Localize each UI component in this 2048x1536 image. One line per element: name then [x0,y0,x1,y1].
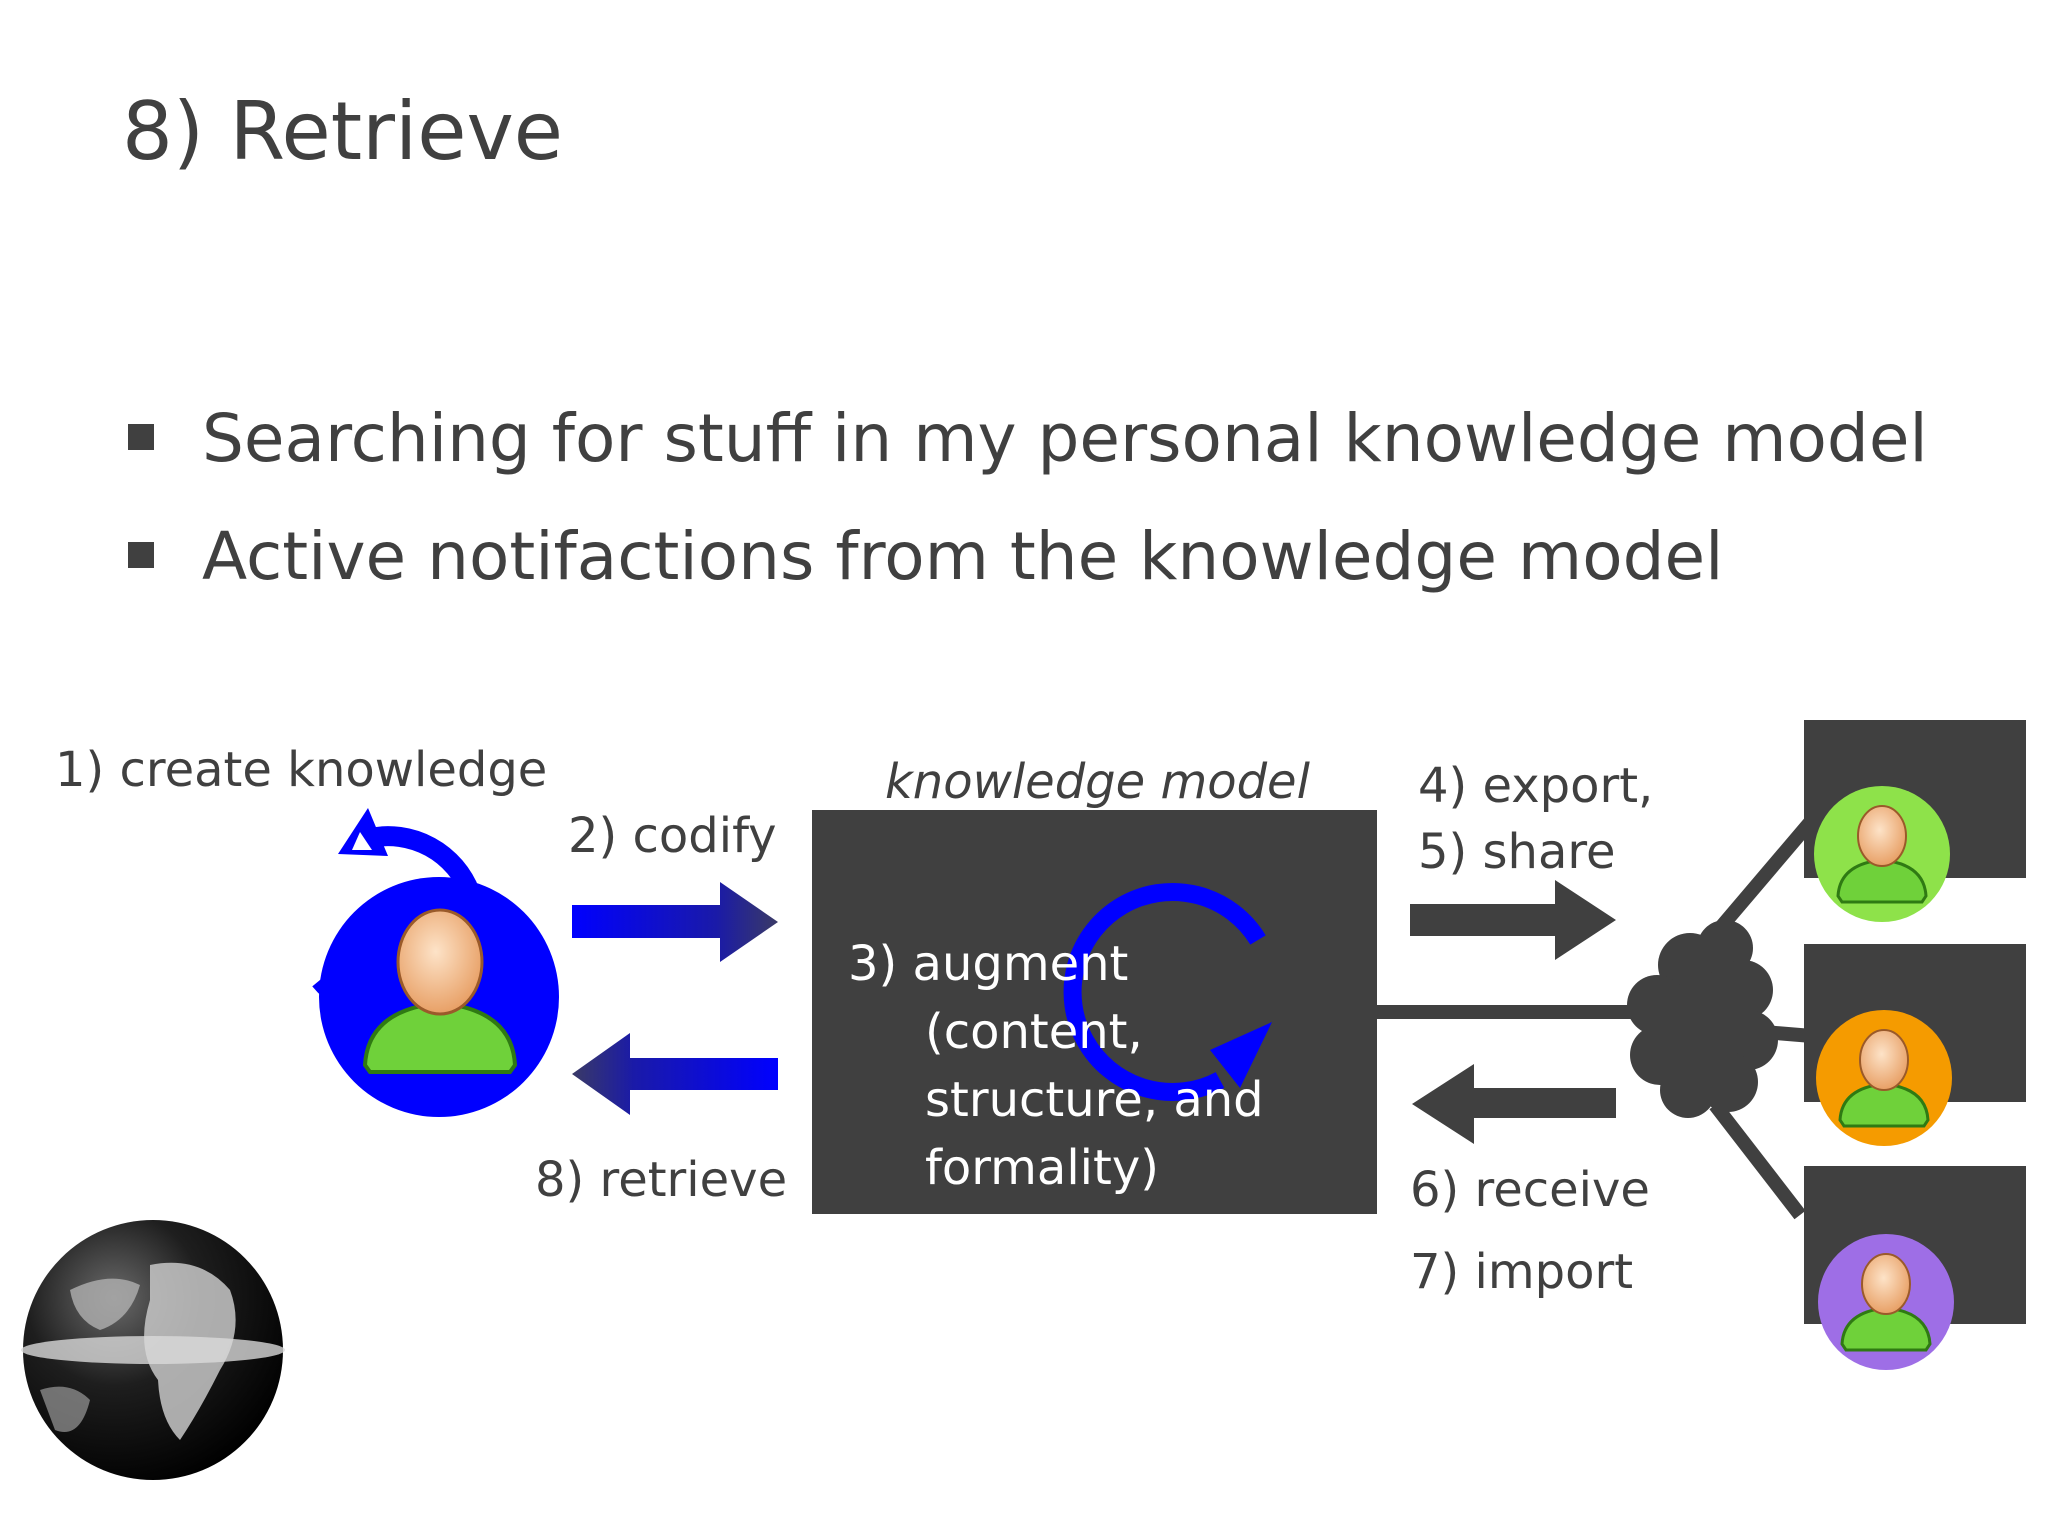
codify-arrow-icon [572,882,778,962]
slide-title: 8) Retrieve [122,85,564,178]
export-label: 4) export, [1418,758,1654,814]
receive-arrow-icon [1412,1064,1616,1144]
bullet-item: Searching for stuff in my personal knowl… [128,380,1928,498]
network-link-line [1704,815,1818,945]
me-avatar-icon [319,877,559,1117]
bullet-text: Searching for stuff in my personal knowl… [202,400,1928,477]
contact-avatar-icon [1818,1234,1954,1370]
export-arrow-icon [1410,880,1616,960]
network-cloud-icon [1627,920,1778,1118]
square-bullet-icon [128,542,154,568]
augment-cycle-icon [1063,883,1272,1101]
globe-icon [21,1220,285,1480]
bullet-text: Active notifactions from the knowledge m… [202,518,1724,595]
augment-label: (content, [925,1004,1143,1060]
retrieve-arrow-icon [572,1033,778,1115]
bullet-list: Searching for stuff in my personal knowl… [128,380,1928,616]
network-link-line [1709,1100,1806,1220]
contact-avatar-icon [1814,786,1950,922]
augment-label: structure, and [925,1072,1264,1128]
share-label: 5) share [1418,824,1616,880]
bullet-item: Active notifactions from the knowledge m… [128,498,1928,616]
knowledge-model-box [812,810,1377,1214]
codify-label: 2) codify [568,808,777,864]
contact-avatar-icon [1816,1010,1952,1146]
retrieve-label: 8) retrieve [535,1152,788,1208]
augment-label: 3) augment [848,936,1129,992]
import-label: 7) import [1410,1244,1634,1300]
square-bullet-icon [128,424,154,450]
augment-label: formality) [925,1140,1159,1196]
receive-label: 6) receive [1410,1162,1650,1218]
create-knowledge-label: 1) create knowledge [55,742,548,798]
knowledge-model-label: knowledge model [885,754,1310,810]
